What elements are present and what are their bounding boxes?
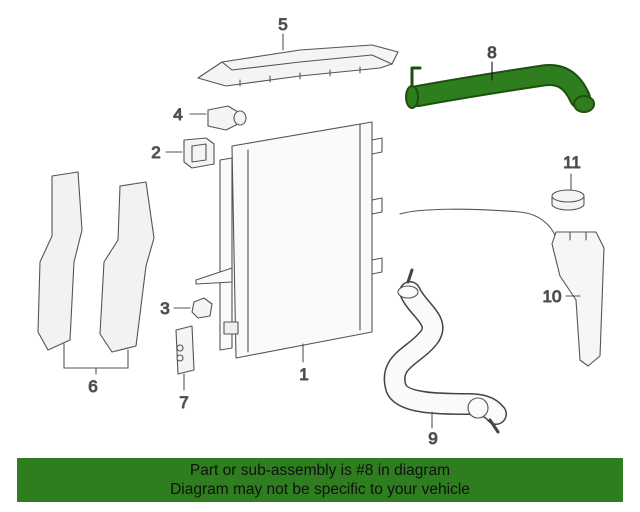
leader-line-6: [63, 343, 129, 375]
part-1-radiator[interactable]: [195, 121, 383, 359]
part-7-mount[interactable]: [175, 325, 195, 375]
callout-7: 7: [179, 393, 188, 412]
callout-3: 3: [160, 299, 169, 318]
exploded-parts-diagram: 5 4 2 3 6 7 1 8 11 10 9: [37, 14, 605, 449]
callout-9: 9: [428, 429, 437, 448]
callout-2: 2: [151, 143, 160, 162]
callout-4: 4: [173, 105, 182, 124]
part-info-banner: Part or sub-assembly is #8 in diagram Di…: [17, 458, 623, 502]
part-10-coolant-reservoir[interactable]: [399, 208, 605, 367]
callout-5: 5: [278, 15, 287, 34]
banner-line-2: Diagram may not be specific to your vehi…: [170, 481, 470, 498]
part-3-clip[interactable]: [191, 297, 213, 319]
part-4-fitting[interactable]: [207, 105, 247, 131]
part-9-lower-radiator-hose[interactable]: [383, 268, 507, 434]
callout-1: 1: [299, 365, 308, 384]
banner-line-1: Part or sub-assembly is #8 in diagram: [189, 462, 451, 479]
callout-10: 10: [543, 287, 562, 306]
part-8-upper-radiator-hose[interactable]: [405, 64, 595, 113]
callout-8: 8: [487, 43, 496, 62]
part-11-reservoir-cap[interactable]: [551, 189, 585, 211]
part-2-bracket[interactable]: [183, 137, 215, 169]
part-6-air-seals[interactable]: [37, 171, 155, 353]
callout-11: 11: [563, 153, 581, 172]
callout-6: 6: [88, 377, 97, 396]
part-5-radiator-cover[interactable]: [197, 44, 399, 87]
